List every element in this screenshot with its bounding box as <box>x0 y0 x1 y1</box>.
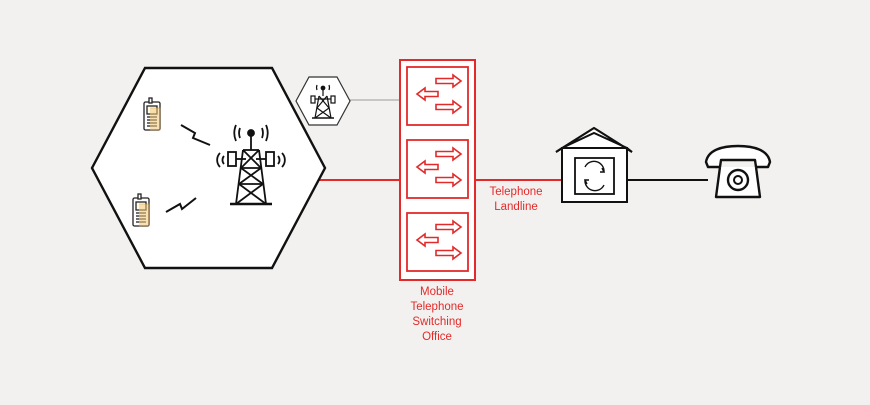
landline-label: Telephone Landline <box>476 185 556 215</box>
mobile-phone-1-icon <box>143 97 161 131</box>
landline-phone-icon <box>704 144 772 199</box>
small-tower-icon <box>310 84 336 119</box>
switch-unit-2-arrows-icon <box>415 146 463 188</box>
switch-unit-1 <box>406 66 469 126</box>
cell-hexagon <box>90 66 327 270</box>
switch-unit-3-arrows-icon <box>415 219 463 261</box>
switching-office-label: Mobile Telephone Switching Office <box>387 285 487 345</box>
wireless-signal-2-icon <box>165 197 197 213</box>
switching-office-label-line-1: Mobile <box>420 286 454 298</box>
switch-unit-3 <box>406 212 469 272</box>
switching-office-label-line-2: Telephone <box>410 301 464 313</box>
cell-tower-icon <box>216 124 286 206</box>
switching-office-label-line-4: Office <box>422 331 452 343</box>
central-office-icon <box>555 126 633 203</box>
landline-label-line-2: Landline <box>494 201 538 213</box>
landline-label-line-1: Telephone <box>489 186 543 198</box>
mobile-phone-2-icon <box>132 193 150 227</box>
wireless-signal-1-icon <box>180 124 211 146</box>
switch-unit-1-arrows-icon <box>415 73 463 115</box>
switching-office-label-line-3: Switching <box>412 316 462 328</box>
switching-office <box>399 59 476 281</box>
switch-unit-2 <box>406 139 469 199</box>
